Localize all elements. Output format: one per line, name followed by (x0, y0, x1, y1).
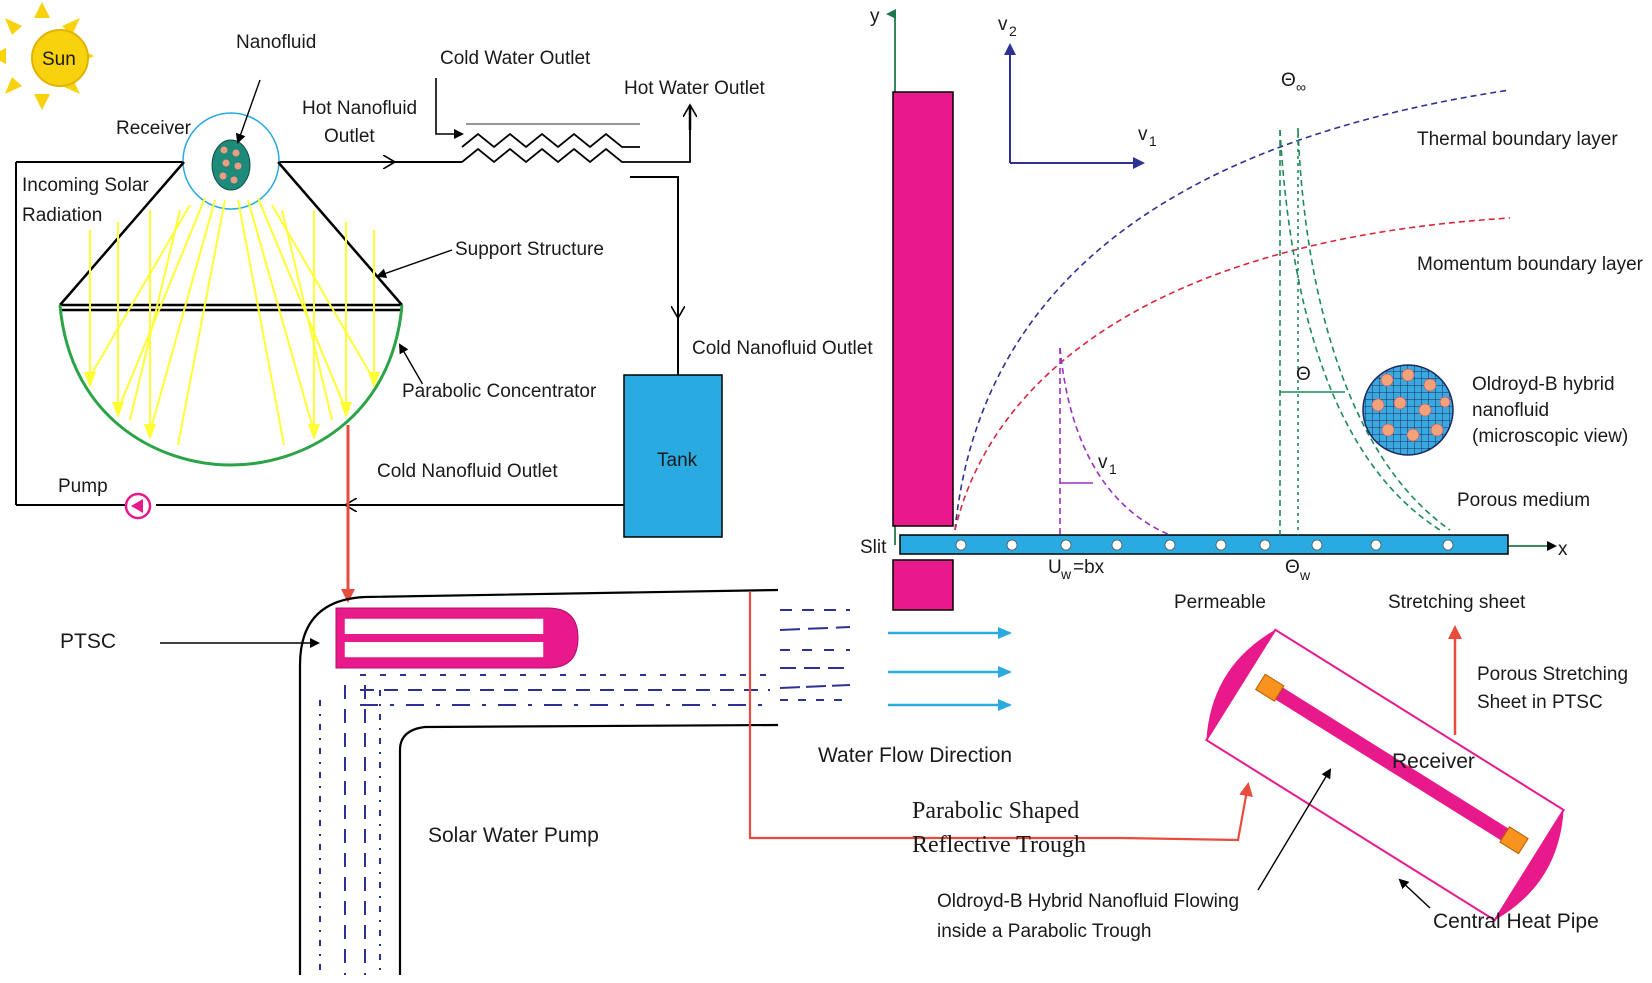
parabolic-concentrator-label: Parabolic Concentrator (402, 381, 597, 402)
microscopic-view-icon (1362, 364, 1454, 456)
momentum-boundary-curve (954, 217, 1511, 531)
stretching-sheet-label: Stretching sheet (1388, 592, 1526, 613)
parabolic-trough-label-1: Parabolic Shaped (912, 798, 1079, 824)
oldroyd-flow-label-2: inside a Parabolic Trough (937, 921, 1151, 942)
support-structure-label: Support Structure (455, 239, 604, 260)
theta-inf-sub: ∞ (1296, 79, 1306, 95)
theta-w-label: Θ (1285, 557, 1300, 578)
trough-receiver (1205, 628, 1565, 922)
solar-rays (87, 197, 375, 446)
thermal-bl-label: Thermal boundary layer (1417, 129, 1618, 150)
hot-nanofluid-label-1: Hot Nanofluid (302, 98, 417, 119)
tank-label: Tank (657, 450, 698, 471)
ray-arrowheads (84, 372, 380, 440)
theta-label: Θ (1296, 364, 1311, 385)
oldroyd-micro-label-1: Oldroyd-B hybrid (1472, 374, 1615, 395)
trough-connector (748, 592, 1253, 842)
v1b-sub: 1 (1109, 461, 1117, 477)
permeable-label: Permeable (1174, 592, 1266, 613)
ptsc-label: PTSC (60, 630, 116, 653)
receiver-bottom-label: Receiver (1392, 750, 1475, 773)
concentrator-arrow (399, 343, 424, 385)
pipe (298, 588, 779, 975)
receiver (182, 112, 280, 210)
parabolic-trough-label-2: Reflective Trough (912, 832, 1086, 858)
incoming-solar-label-2: Radiation (22, 205, 102, 226)
wall-lower (892, 559, 954, 611)
hot-nanofluid-label-2: Outlet (324, 126, 375, 147)
sun-label: Sun (42, 49, 76, 70)
hot-water-outlet-label: Hot Water Outlet (624, 78, 766, 99)
uw-label: U (1048, 557, 1062, 578)
theta-profile (1279, 128, 1451, 535)
cold-nanofluid-outlet-bottom-label: Cold Nanofluid Outlet (377, 461, 558, 482)
y-axis-label: y (870, 6, 880, 27)
sheet-pores (955, 539, 1454, 551)
oldroyd-flow-label-1: Oldroyd-B Hybrid Nanofluid Flowing (937, 891, 1239, 912)
v1-label: v (1138, 124, 1148, 145)
oldroyd-micro-label-2: nanofluid (1472, 400, 1549, 421)
thermal-boundary-curve (954, 89, 1511, 531)
tank (623, 374, 723, 538)
cold-water-arrow (435, 78, 464, 139)
pump-icon (124, 492, 152, 520)
cold-nanofluid-outlet-top-label: Cold Nanofluid Outlet (692, 338, 873, 359)
nanofluid-arrow (235, 79, 261, 144)
v2-sub: 2 (1009, 23, 1017, 39)
x-axis-label: x (1558, 539, 1568, 560)
stretching-sheet (899, 534, 1509, 555)
pipe-flow-dashes (319, 609, 851, 975)
flow-inside-arrow (1257, 768, 1332, 891)
ptsc-tube (335, 607, 579, 669)
porous-sheet-label-2: Sheet in PTSC (1477, 692, 1603, 713)
porous-sheet-label-1: Porous Stretching (1477, 664, 1628, 685)
wall-upper (892, 91, 954, 527)
cold-water-outlet-label: Cold Water Outlet (440, 48, 591, 69)
theta-inf-label: Θ (1281, 70, 1296, 91)
uw-rest: =bx (1073, 557, 1105, 578)
central-heat-pipe-label: Central Heat Pipe (1433, 910, 1599, 933)
heat-pipe-arrow (1398, 878, 1431, 909)
velocity-profile (1059, 347, 1171, 536)
oldroyd-micro-label-3: (microscopic view) (1472, 426, 1628, 447)
v1b-label: v (1098, 452, 1108, 473)
uw-sub: w (1060, 566, 1072, 582)
v1-sub: 1 (1149, 133, 1157, 149)
support-arrow (376, 249, 453, 279)
receiver-top-label: Receiver (116, 118, 192, 139)
v2-label: v (998, 14, 1008, 35)
slit-label: Slit (860, 537, 887, 558)
solar-water-pump-label: Solar Water Pump (428, 824, 599, 847)
heat-exchanger (461, 108, 691, 178)
water-flow-direction-label: Water Flow Direction (818, 744, 1012, 767)
incoming-solar-label-1: Incoming Solar (22, 175, 149, 196)
sun-icon: Sun (0, 2, 94, 110)
porous-medium-label: Porous medium (1457, 490, 1590, 511)
nanofluid-label: Nanofluid (236, 32, 316, 53)
pump-label: Pump (58, 476, 108, 497)
momentum-bl-label: Momentum boundary layer (1417, 254, 1644, 275)
parabolic-concentrator (58, 304, 404, 467)
theta-w-sub: w (1299, 567, 1311, 583)
water-flow-arrows (888, 627, 1012, 711)
